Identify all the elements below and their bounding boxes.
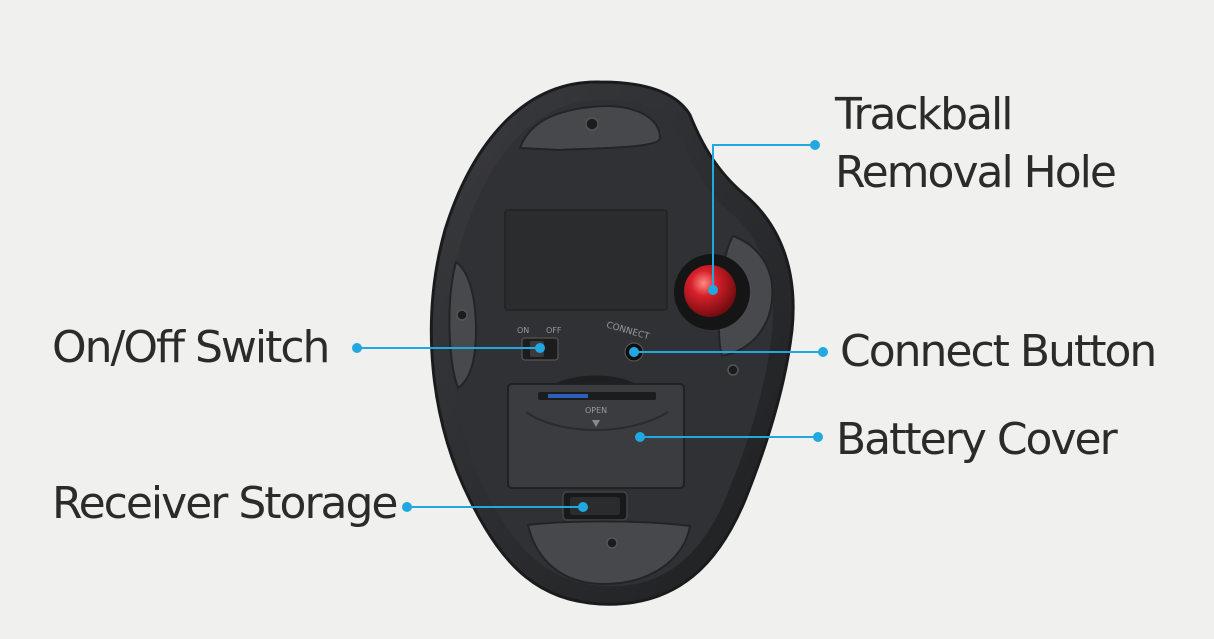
callout-lines [352, 140, 828, 512]
battery-cover-arc [525, 411, 669, 431]
label-trackball-removal-hole: Trackball Removal Hole [835, 86, 1117, 202]
label-battery-cover: Battery Cover [836, 414, 1118, 465]
callout-dot-receiver-start [402, 502, 412, 512]
right-screw-icon [727, 364, 739, 376]
callout-dot-switch-end [535, 343, 545, 353]
callout-dot-trackball-end [810, 140, 820, 150]
callout-dot-battery-start [635, 432, 645, 442]
label-trackball-line2: Removal Hole [835, 147, 1117, 198]
left-screw-icon [456, 309, 468, 321]
bottom-screw-icon [606, 537, 618, 549]
label-recess [504, 209, 668, 311]
battery-blue-strip [548, 394, 588, 398]
label-connect-button: Connect Button [840, 326, 1157, 377]
battery-open-text: OPEN [585, 406, 607, 415]
left-foot-pad [448, 260, 478, 390]
switch-on-text: ON [517, 326, 529, 335]
top-screw-icon [585, 117, 599, 131]
label-on-off-switch: On/Off Switch [52, 322, 330, 373]
label-receiver-storage: Receiver Storage [52, 478, 398, 529]
label-trackball-line1: Trackball [835, 89, 1013, 140]
callout-dot-battery-end [813, 432, 823, 442]
callout-dot-switch-start [352, 343, 362, 353]
open-arrow-icon [592, 420, 600, 427]
callout-dot-trackball-start [708, 285, 718, 295]
callout-line-trackball [712, 144, 815, 290]
switch-off-text: OFF [546, 326, 562, 335]
callout-dot-connect-start [629, 347, 639, 357]
callout-dot-connect-end [818, 347, 828, 357]
bottom-foot-pad [526, 520, 692, 586]
callout-dot-receiver-end [578, 502, 588, 512]
